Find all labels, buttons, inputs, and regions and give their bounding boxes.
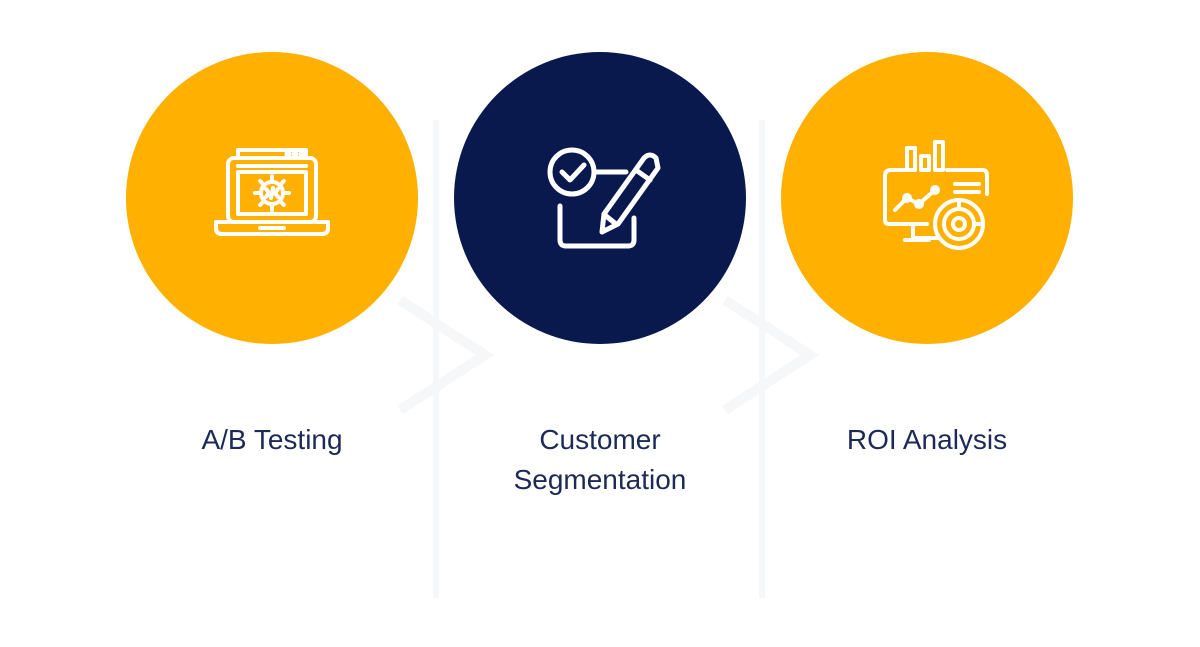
divider-line — [433, 120, 439, 598]
step-circle — [126, 52, 418, 344]
chevron-arrow — [722, 295, 820, 415]
step-customer-segmentation: Customer Segmentation — [454, 52, 746, 500]
laptop-gear-icon — [214, 148, 330, 236]
step-circle — [781, 52, 1073, 344]
divider-line — [759, 120, 765, 598]
chevron-arrow — [397, 295, 495, 415]
step-circle — [454, 52, 746, 344]
step-ab-testing: A/B Testing — [126, 52, 418, 460]
step-label: Customer Segmentation — [513, 424, 687, 495]
checklist-pencil-icon — [547, 147, 661, 249]
step-label: A/B Testing — [201, 424, 343, 455]
step-roi-analysis: ROI Analysis — [781, 52, 1073, 460]
analytics-target-icon — [883, 140, 989, 250]
step-label: ROI Analysis — [846, 424, 1008, 455]
